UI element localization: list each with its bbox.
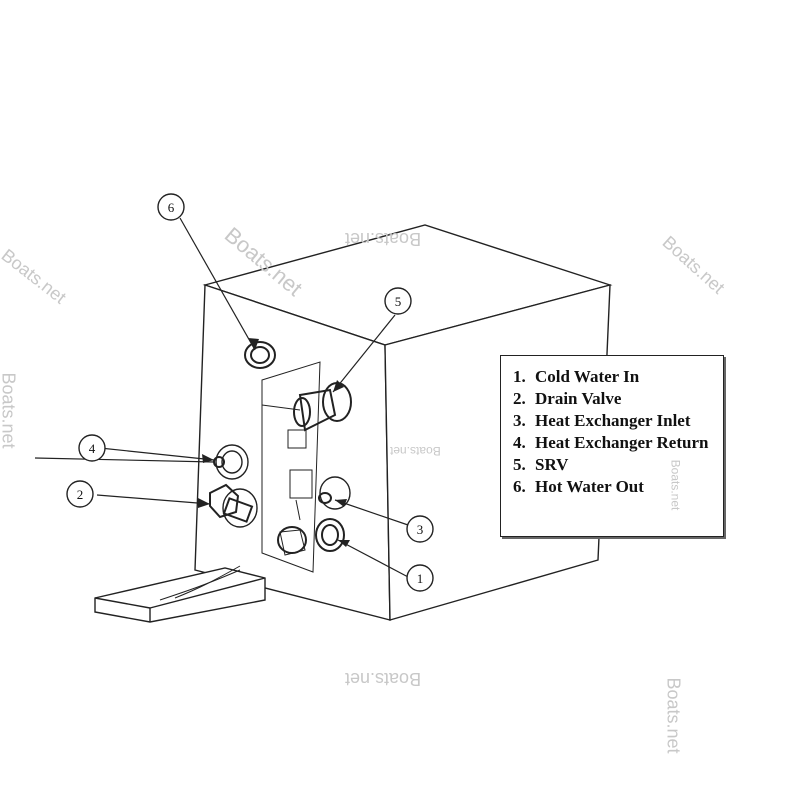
- callout-4-circle: [78, 434, 106, 462]
- callout-2-label: 2: [77, 487, 84, 502]
- heat-exchanger-inlet-fitting: [318, 476, 351, 510]
- thermostat-assembly: [287, 429, 313, 521]
- drip-tray: [94, 565, 266, 623]
- callout-2-circle: [66, 480, 94, 508]
- legend-item-heat-exchanger-return: 4.Heat Exchanger Return: [513, 433, 709, 452]
- legend-item-drain-valve: 2.Drain Valve: [513, 389, 622, 408]
- element-assembly: [277, 526, 307, 556]
- callout-5-label: 5: [395, 294, 402, 309]
- parts-legend: 1.Cold Water In 2.Drain Valve 3.Heat Exc…: [500, 355, 724, 537]
- legend-item-heat-exchanger-inlet: 3.Heat Exchanger Inlet: [513, 411, 691, 430]
- srv-fitting: [261, 382, 352, 432]
- heat-exchanger-return-fitting: [213, 444, 249, 480]
- callout-3-label: 3: [417, 522, 424, 537]
- callout-4-label: 4: [89, 441, 96, 456]
- callout-1-circle: [406, 564, 434, 592]
- callout-6-label: 6: [168, 200, 175, 215]
- drain-valve-fitting: [209, 483, 258, 528]
- legend-item-hot-water-out: 6.Hot Water Out: [513, 477, 644, 496]
- cold-water-in-fitting: [315, 518, 345, 552]
- service-panel: [261, 361, 321, 573]
- callout-6-circle: [157, 193, 185, 221]
- callout-1-label: 1: [417, 571, 424, 586]
- legend-item-cold-water-in: 1.Cold Water In: [513, 367, 640, 386]
- callout-5-circle: [384, 287, 412, 315]
- hot-water-out-fitting: [244, 341, 276, 369]
- callout-3-circle: [406, 515, 434, 543]
- legend-item-srv: 5.SRV: [513, 455, 569, 474]
